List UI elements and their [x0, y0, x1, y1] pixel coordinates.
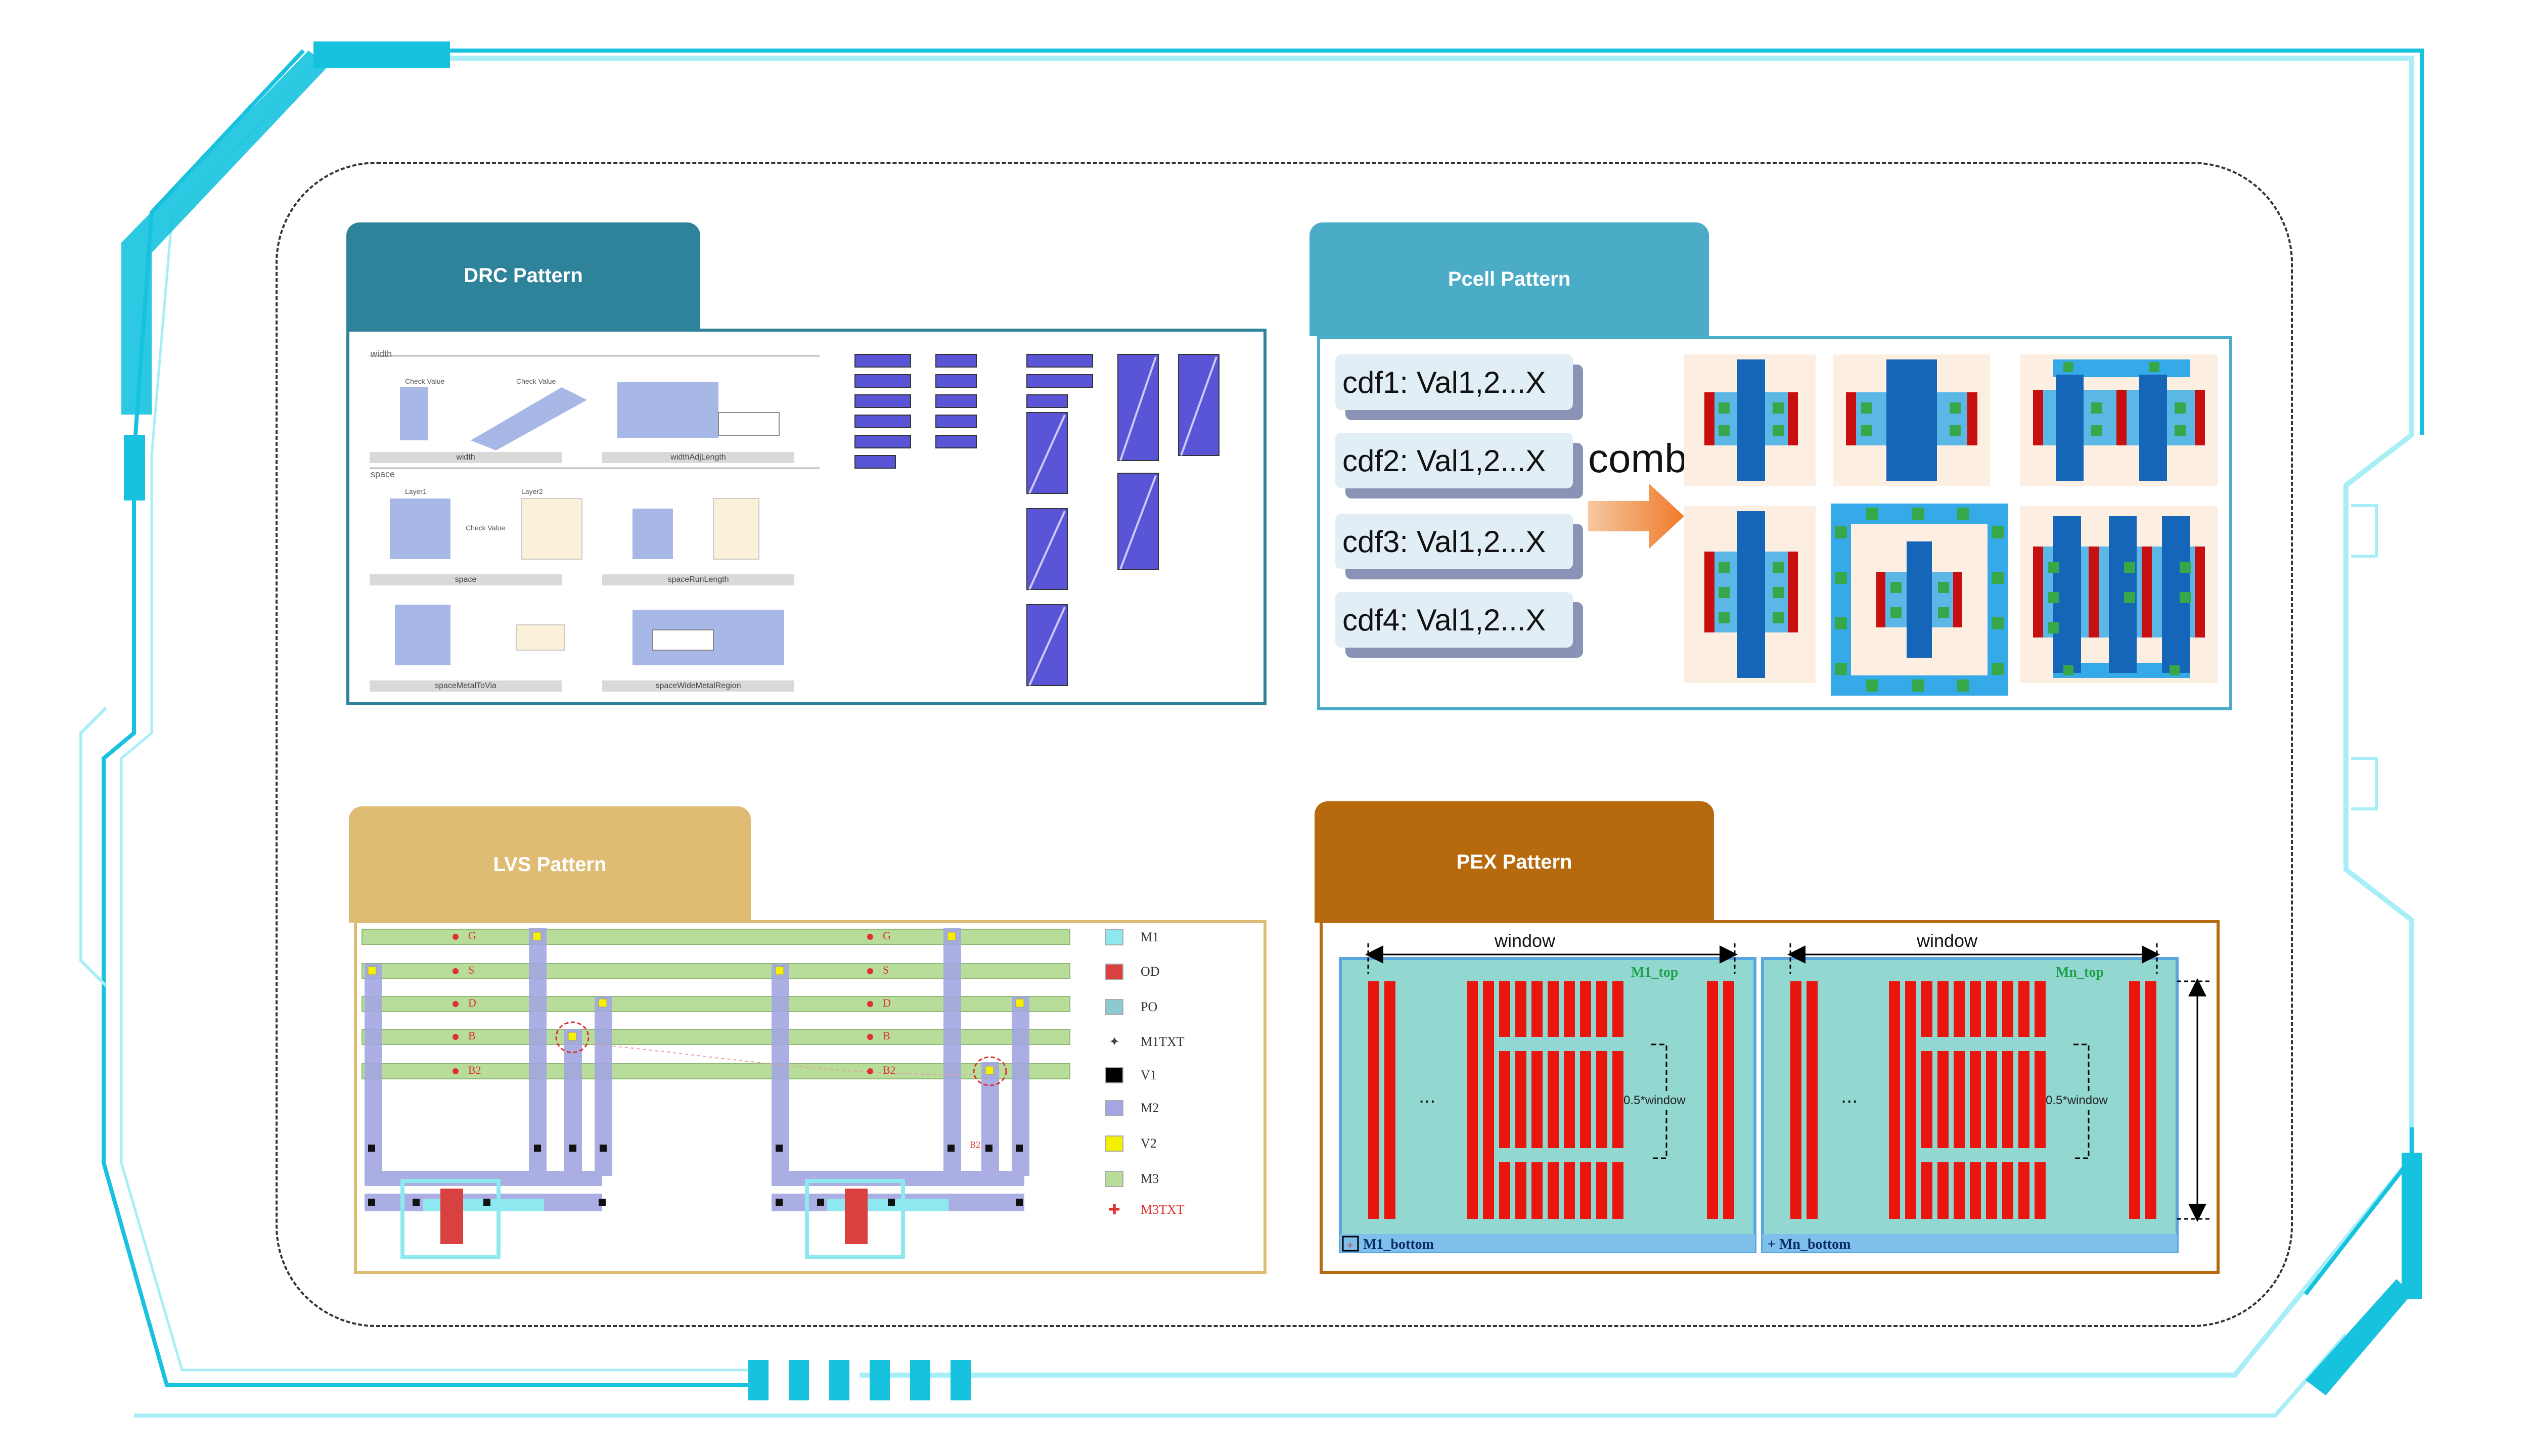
legend-swatch: [1105, 1100, 1123, 1116]
lvs-row-b2-right: B2: [883, 1064, 896, 1076]
legend-swatch: [1105, 1171, 1123, 1187]
drc-check-value-3: Check Value: [466, 524, 506, 532]
legend-label: OD: [1141, 964, 1160, 979]
lvs-row-b2-left: B2: [468, 1064, 481, 1076]
drc-check-value-2: Check Value: [516, 377, 556, 385]
drc-label-space-run-length: spaceRunLength: [667, 575, 729, 584]
legend-m1: M1: [1105, 929, 1159, 945]
pcell-panel: cdf1: Val1,2...X cdf2: Val1,2...X cdf3: …: [1317, 336, 2232, 710]
lvs-row-b-left: B: [468, 1029, 476, 1042]
legend-v1: V1: [1105, 1067, 1157, 1083]
legend-swatch: [1105, 964, 1123, 980]
lvs-row-d-right: D: [883, 996, 891, 1009]
pex-mn-bottom: + Mn_bottom: [1768, 1237, 1851, 1252]
pex-panel: + window window M1_top Mn_top 0.5*window…: [1320, 920, 2220, 1274]
drc-label-width-adj-length: widthAdjLength: [670, 453, 726, 462]
cdf3-param: cdf3: Val1,2...X: [1335, 514, 1573, 569]
legend-m3: M3: [1105, 1171, 1159, 1187]
pcell-layouts: [1588, 354, 2218, 696]
drc-section-space: space: [371, 469, 395, 479]
patterns-container: [276, 162, 2293, 1327]
pex-ellipsis-right: ...: [1841, 1085, 1858, 1107]
pex-window-left: window: [1495, 930, 1556, 951]
pex-window-right: window: [1917, 930, 1978, 951]
legend-po: PO: [1105, 999, 1157, 1015]
legend-m1txt: ✦ M1TXT: [1105, 1034, 1185, 1050]
lvs-row-g-right: G: [883, 929, 891, 942]
legend-od: OD: [1105, 964, 1160, 980]
lvs-inline-b2-label: B2: [970, 1140, 981, 1150]
comb-arrow-icon: [1588, 483, 1684, 549]
lvs-row-s-left: S: [468, 964, 475, 976]
pex-m1-bottom: M1_bottom: [1363, 1237, 1434, 1252]
legend-label: M1TXT: [1141, 1034, 1185, 1049]
pex-layout: +: [1339, 943, 2213, 1253]
lvs-row-g-left: G: [468, 929, 476, 942]
pex-half-window-right: 0.5*window: [2046, 1094, 2108, 1108]
legend-swatch: [1105, 1067, 1123, 1083]
pex-mn-top: Mn_top: [2056, 965, 2104, 980]
legend-swatch: [1105, 929, 1123, 945]
pex-ellipsis-left: ...: [1419, 1085, 1436, 1107]
drc-layer2: Layer2: [521, 487, 543, 495]
comb-label: comb: [1588, 436, 1687, 481]
drc-check-value-1: Check Value: [405, 377, 445, 385]
pex-m1-top: M1_top: [1631, 965, 1679, 980]
legend-swatch: [1105, 1135, 1123, 1152]
plus-icon: ✚: [1108, 1202, 1120, 1218]
legend-label: M3TXT: [1141, 1202, 1185, 1217]
legend-swatch: [1105, 999, 1123, 1015]
drc-label-space-wide-metal-region: spaceWideMetalRegion: [655, 681, 741, 690]
drc-layer1: Layer1: [405, 487, 427, 495]
legend-label: V2: [1141, 1136, 1157, 1151]
legend-m2: M2: [1105, 1100, 1159, 1116]
legend-m3txt: ✚ M3TXT: [1105, 1201, 1185, 1218]
drc-label-space: space: [455, 575, 477, 584]
cdf2-param: cdf2: Val1,2...X: [1335, 433, 1573, 488]
drc-panel: width space width widthAdjLength space s…: [346, 329, 1267, 705]
cdf1-param: cdf1: Val1,2...X: [1335, 354, 1573, 410]
legend-label: V1: [1141, 1068, 1157, 1082]
pcell-tab: Pcell Pattern: [1310, 222, 1709, 336]
legend-label: M3: [1141, 1171, 1159, 1186]
cdf4-param: cdf4: Val1,2...X: [1335, 592, 1573, 648]
legend-label: M1: [1141, 930, 1159, 944]
drc-tab: DRC Pattern: [346, 222, 700, 329]
legend-label: PO: [1141, 999, 1158, 1014]
lvs-panel: G S D B B2 G S D B B2 B2 M1 OD PO ✦ M1TXT…: [354, 920, 1267, 1274]
drc-label-space-metal-to-via: spaceMetalToVia: [435, 681, 496, 690]
lvs-row-d-left: D: [468, 996, 476, 1009]
legend-label: M2: [1141, 1101, 1159, 1115]
svg-text:+: +: [1347, 1239, 1353, 1251]
pex-half-window-left: 0.5*window: [1623, 1094, 1686, 1108]
legend-v2: V2: [1105, 1135, 1157, 1152]
drc-rule-drawings: [370, 354, 1220, 692]
pex-tab: PEX Pattern: [1315, 801, 1714, 923]
drc-label-width: width: [456, 453, 475, 462]
lvs-row-b-right: B: [883, 1029, 890, 1042]
lvs-row-s-right: S: [883, 964, 889, 976]
drc-section-width: width: [371, 349, 392, 359]
lvs-layout: [362, 928, 1070, 1259]
lvs-tab: LVS Pattern: [349, 806, 751, 923]
plus-icon: ✦: [1109, 1034, 1120, 1049]
